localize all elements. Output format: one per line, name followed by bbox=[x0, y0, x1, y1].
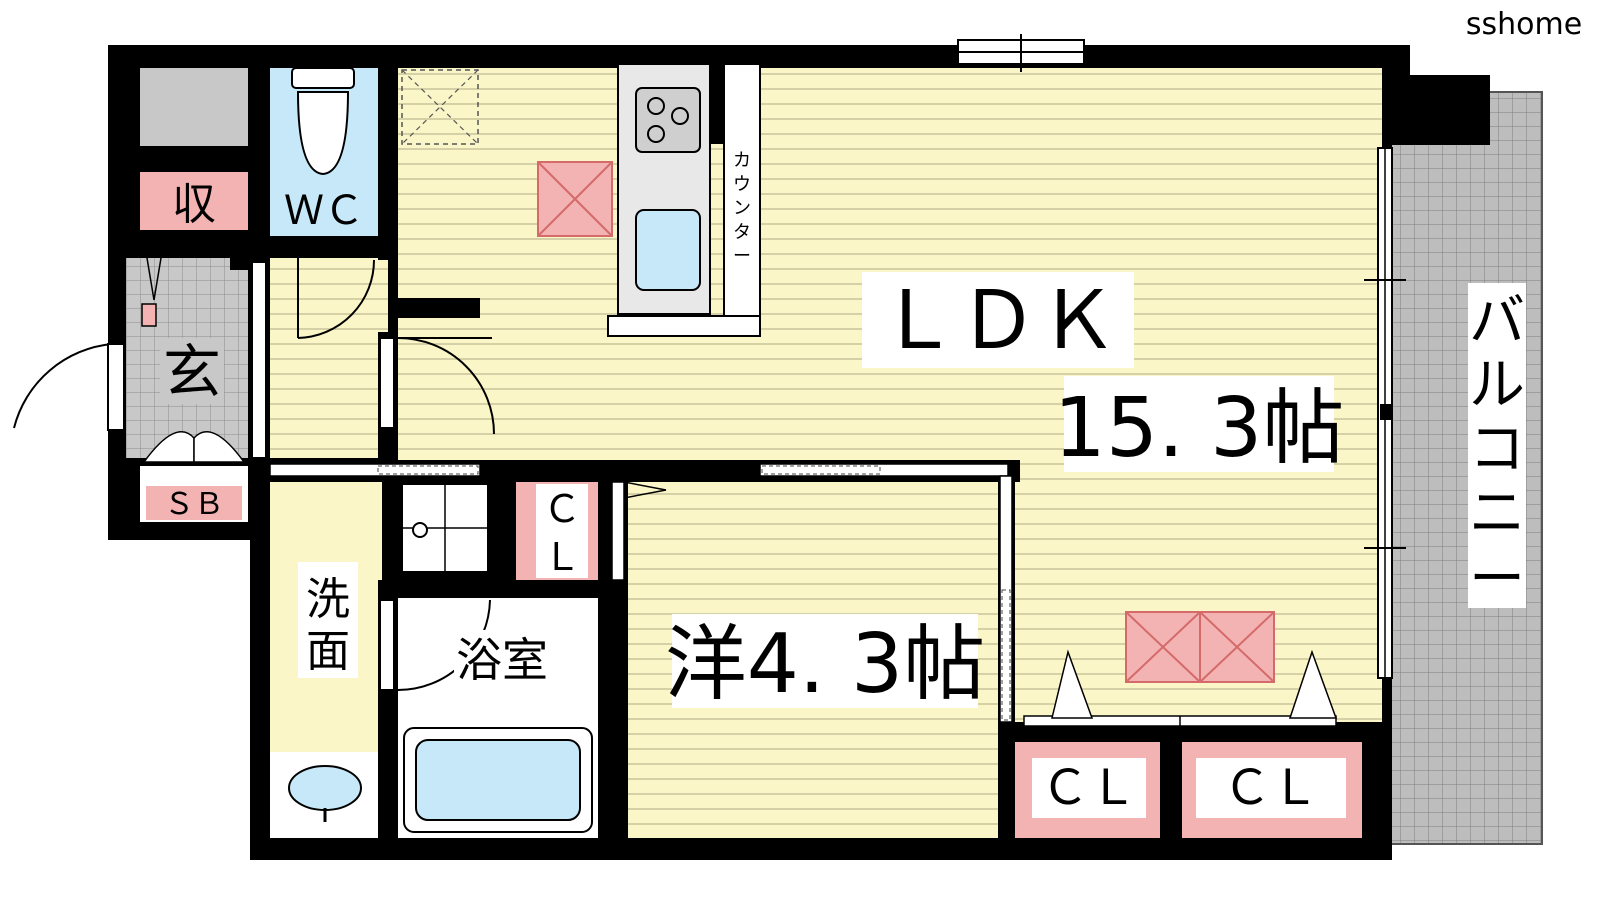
counter-char: ウ bbox=[733, 174, 751, 195]
sliding-doors bbox=[269, 463, 1337, 727]
balcony-char: ニ bbox=[1469, 481, 1525, 546]
balcony-label: バ ル コ ニ ー bbox=[1469, 289, 1525, 612]
balcony-char: ル bbox=[1469, 353, 1525, 418]
closet-small-label-2: Ｌ bbox=[543, 535, 581, 579]
kitchen-counter bbox=[607, 63, 761, 337]
shoe-box-label: ＳＢ bbox=[164, 487, 224, 522]
closet-door bbox=[611, 481, 667, 581]
label-backgrounds bbox=[298, 6, 1598, 708]
bathtub bbox=[403, 727, 593, 833]
balcony bbox=[1381, 91, 1543, 845]
closet-left bbox=[1015, 742, 1160, 838]
bathroom-door bbox=[379, 599, 491, 691]
counter-char: ン bbox=[733, 198, 751, 219]
closet-folding-doors bbox=[1051, 649, 1338, 719]
counter-label: カ ウ ン タ ー bbox=[733, 150, 751, 267]
top-window bbox=[957, 34, 1085, 72]
closet-left-label: ＣＬ bbox=[1041, 760, 1137, 816]
refrigerator-space bbox=[401, 69, 479, 145]
toilet bbox=[291, 67, 355, 176]
balcony-char: バ bbox=[1469, 289, 1525, 354]
storage-door bbox=[141, 251, 163, 327]
ceiling-storage-markers bbox=[537, 161, 1275, 683]
western-room-label: 洋4. 3帖 bbox=[665, 617, 985, 712]
storage-label: 収 bbox=[172, 179, 216, 230]
closet-small-label-1: Ｃ bbox=[543, 487, 581, 531]
entrance-door bbox=[13, 343, 125, 431]
floor-areas bbox=[126, 68, 1382, 838]
ldk-label: ＬＤＫ bbox=[878, 274, 1118, 367]
washroom-label-1: 洗 bbox=[306, 574, 350, 625]
counter-char: タ bbox=[733, 222, 751, 243]
shoe-box-doors bbox=[142, 431, 246, 463]
balcony-char: コ bbox=[1469, 417, 1525, 482]
closet-right-label: ＣＬ bbox=[1223, 760, 1319, 816]
wc-label: ＷＣ bbox=[284, 188, 364, 234]
counter-char: カ bbox=[733, 150, 751, 171]
washing-machine bbox=[401, 483, 489, 573]
counter-char: ー bbox=[733, 246, 751, 267]
balcony-char: ー bbox=[1469, 547, 1525, 612]
wc-door bbox=[251, 258, 375, 459]
ldk-size-label: 15. 3帖 bbox=[1054, 381, 1345, 476]
closet-right bbox=[1182, 742, 1362, 838]
washroom-label-2: 面 bbox=[306, 626, 350, 677]
balcony-door bbox=[1364, 147, 1406, 679]
ldk-door bbox=[379, 337, 495, 435]
entrance-label: 玄 bbox=[163, 338, 221, 406]
watermark: sshome bbox=[1466, 7, 1582, 42]
bathroom-label: 浴室 bbox=[456, 633, 548, 687]
wash-basin bbox=[288, 765, 362, 822]
closet-small bbox=[516, 482, 598, 580]
